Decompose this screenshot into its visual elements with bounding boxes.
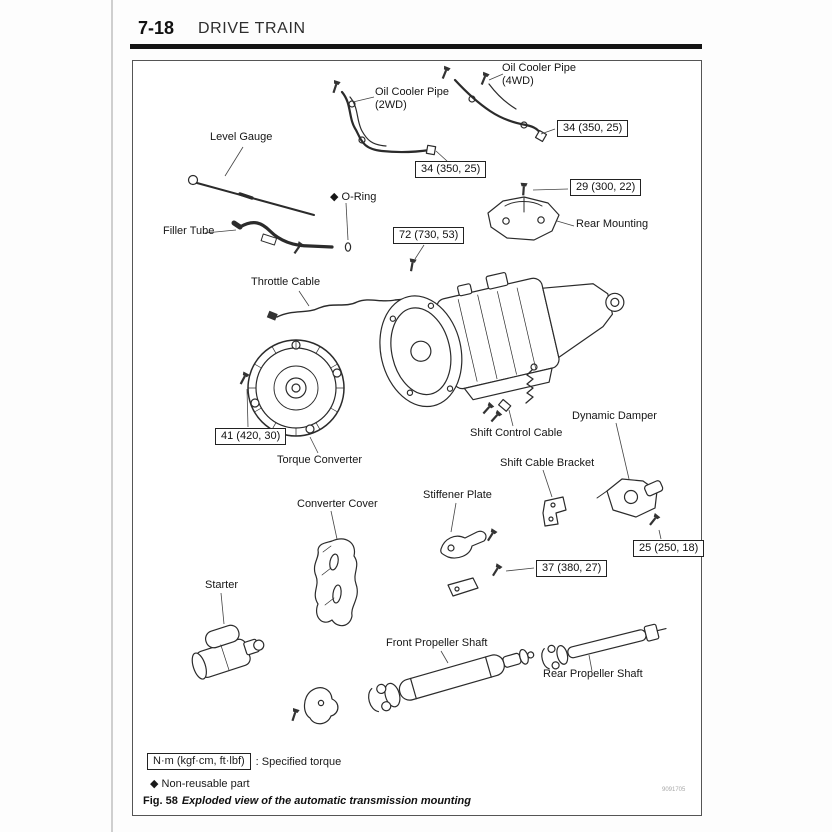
label-dynamic-damper: Dynamic Damper [572, 410, 657, 422]
label-converter-cover: Converter Cover [297, 498, 378, 510]
label-line: Oil Cooler Pipe [502, 62, 576, 74]
label-rear-mounting: Rear Mounting [576, 218, 649, 230]
label-line: (4WD) [502, 75, 534, 87]
label-torque-converter: Torque Converter [277, 454, 362, 466]
section-title: DRIVE TRAIN [198, 20, 306, 37]
label-filler-tube: Filler Tube [163, 225, 215, 237]
header-rule [130, 44, 702, 49]
label-throttle-cable: Throttle Cable [251, 276, 321, 288]
label-o-ring: ◆ O-Ring [330, 191, 377, 203]
label-starter: Starter [205, 579, 239, 591]
torque-spec-oil-pipe-4wd: 34 (350, 25) [557, 120, 629, 137]
torque-spec-torque-converter: 41 (420, 30) [215, 428, 287, 445]
label-stiffener-plate: Stiffener Plate [423, 489, 492, 501]
section-number: 7-18 [138, 18, 175, 38]
figure-number: Fig. 58 [143, 795, 178, 807]
label-shift-control-cable: Shift Control Cable [470, 427, 563, 439]
label-line: Oil Cooler Pipe [375, 86, 449, 98]
torque-spec-oil-pipe-2wd: 34 (350, 25) [415, 161, 487, 178]
torque-spec-stiffener-plate: 37 (380, 27) [536, 560, 608, 577]
torque-spec-72: 72 (730, 53) [393, 227, 465, 244]
torque-meaning: : Specified torque [255, 755, 342, 768]
legend: N·m (kgf·cm, ft·lbf) : Specified torque [147, 753, 341, 770]
page-scan-edge [111, 0, 113, 832]
label-front-propeller-shaft: Front Propeller Shaft [386, 637, 488, 649]
non-reusable-note: ◆ Non-reusable part [150, 778, 250, 790]
torque-spec-dynamic-damper: 25 (250, 18) [633, 540, 705, 557]
label-level-gauge: Level Gauge [210, 131, 273, 143]
figure-title: Exploded view of the automatic transmiss… [181, 795, 471, 807]
label-line: (2WD) [375, 99, 407, 111]
label-shift-cable-bracket: Shift Cable Bracket [500, 457, 595, 469]
torque-unit-box: N·m (kgf·cm, ft·lbf) [147, 753, 251, 770]
torque-spec-rear-mounting: 29 (300, 22) [570, 179, 642, 196]
label-oil-cooler-pipe-4wd: Oil Cooler Pipe (4WD) [502, 62, 576, 88]
label-oil-cooler-pipe-2wd: Oil Cooler Pipe (2WD) [375, 86, 449, 112]
label-rear-propeller-shaft: Rear Propeller Shaft [543, 668, 643, 680]
doc-code: 9091705 [662, 787, 686, 793]
